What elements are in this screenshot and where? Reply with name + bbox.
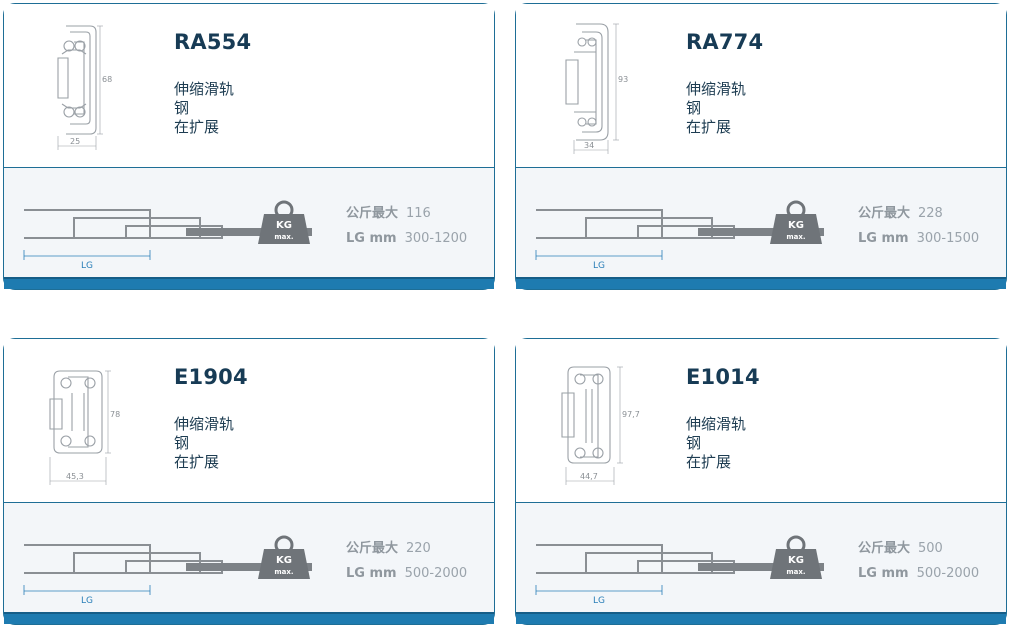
feature-item: 钢 (686, 99, 702, 117)
width-dimension: 25 (70, 137, 80, 146)
load-value: 220 (406, 541, 431, 556)
lg-dimension: LG (81, 596, 93, 606)
load-spec: 公斤最大 116 (346, 202, 431, 221)
length-spec: LG mm 500-2000 (858, 566, 979, 581)
feature-item: 钢 (686, 434, 702, 452)
extension-diagram: KG max. LG (535, 535, 824, 606)
feature-list: 伸缩滑轨 钢 在扩展 (686, 415, 746, 472)
card-bottom-bar (516, 612, 1006, 624)
card-spec-area: KG max. LG 公斤最大 500 LG mm 500-2000 (516, 503, 1006, 612)
product-card[interactable]: 93 34 RA774 伸缩滑轨 钢 在扩展 KG max. (515, 3, 1007, 290)
feature-item: 在扩展 (686, 118, 732, 136)
load-spec: 公斤最大 500 (858, 537, 943, 556)
lg-label: LG mm (346, 231, 397, 246)
svg-text:KG: KG (276, 555, 292, 566)
product-title[interactable]: E1014 (686, 365, 760, 389)
weight-icon: KG max. (258, 535, 310, 579)
product-card[interactable]: 78 45,3 E1904 伸缩滑轨 钢 在扩展 KG max. (3, 338, 495, 625)
card-spec-area: KG max. LG 公斤最大 116 LG mm 300-1200 (4, 168, 494, 277)
weight-icon: KG max. (258, 200, 310, 244)
height-dimension: 97,7 (622, 410, 640, 419)
feature-item: 伸缩滑轨 (174, 415, 235, 433)
card-spec-area: KG max. LG 公斤最大 228 LG mm 300-1500 (516, 168, 1006, 277)
height-dimension: 78 (110, 410, 120, 419)
load-label: 公斤最大 (346, 206, 399, 221)
card-bottom-bar (4, 277, 494, 289)
feature-item: 伸缩滑轨 (686, 415, 747, 433)
card-top: 78 45,3 E1904 伸缩滑轨 钢 在扩展 (4, 339, 494, 503)
width-dimension: 45,3 (66, 472, 84, 481)
weight-icon: KG max. (770, 535, 822, 579)
lg-label: LG mm (858, 566, 909, 581)
lg-value: 300-1200 (404, 231, 468, 246)
feature-item: 伸缩滑轨 (174, 80, 235, 98)
svg-text:KG: KG (788, 220, 804, 231)
feature-list: 伸缩滑轨 钢 在扩展 (686, 80, 746, 137)
card-bottom-bar (516, 277, 1006, 289)
svg-text:max.: max. (274, 568, 293, 576)
width-dimension: 44,7 (580, 472, 598, 481)
load-value: 500 (918, 541, 943, 556)
product-card[interactable]: 97,7 44,7 E1014 伸缩滑轨 钢 在扩展 KG max. (515, 338, 1007, 625)
svg-text:max.: max. (786, 568, 805, 576)
load-spec: 公斤最大 228 (858, 202, 943, 221)
lg-dimension: LG (81, 261, 93, 271)
card-top: 93 34 RA774 伸缩滑轨 钢 在扩展 (516, 4, 1006, 168)
card-top: 97,7 44,7 E1014 伸缩滑轨 钢 在扩展 (516, 339, 1006, 503)
svg-text:KG: KG (788, 555, 804, 566)
feature-list: 伸缩滑轨 钢 在扩展 (174, 80, 234, 137)
card-top: 68 25 RA554 伸缩滑轨 钢 在扩展 (4, 4, 494, 168)
extension-diagram: KG max. LG (23, 535, 312, 606)
lg-dimension: LG (593, 261, 605, 271)
card-spec-area: KG max. LG 公斤最大 220 LG mm 500-2000 (4, 503, 494, 612)
feature-list: 伸缩滑轨 钢 在扩展 (174, 415, 234, 472)
feature-item: 钢 (174, 434, 190, 452)
feature-item: 在扩展 (686, 453, 732, 471)
svg-text:KG: KG (276, 220, 292, 231)
length-spec: LG mm 300-1500 (858, 231, 979, 246)
lg-value: 300-1500 (916, 231, 980, 246)
load-value: 116 (406, 206, 431, 221)
load-label: 公斤最大 (346, 541, 399, 556)
load-label: 公斤最大 (858, 206, 911, 221)
slide-cross-section-drawing: 68 25 (57, 25, 112, 150)
product-title[interactable]: RA554 (174, 30, 252, 54)
slide-cross-section-drawing: 93 34 (565, 23, 628, 154)
product-title[interactable]: RA774 (686, 30, 764, 54)
feature-item: 在扩展 (174, 118, 220, 136)
height-dimension: 68 (102, 75, 112, 84)
svg-text:max.: max. (274, 233, 293, 241)
lg-label: LG mm (346, 566, 397, 581)
slide-cross-section-drawing: 97,7 44,7 (561, 366, 640, 485)
feature-item: 钢 (174, 99, 190, 117)
lg-label: LG mm (858, 231, 909, 246)
load-spec: 公斤最大 220 (346, 537, 431, 556)
product-title[interactable]: E1904 (174, 365, 248, 389)
slide-cross-section-drawing: 78 45,3 (49, 370, 120, 485)
width-dimension: 34 (584, 141, 594, 150)
lg-dimension: LG (593, 596, 605, 606)
length-spec: LG mm 300-1200 (346, 231, 467, 246)
card-bottom-bar (4, 612, 494, 624)
lg-value: 500-2000 (916, 566, 980, 581)
extension-diagram: KG max. LG (23, 200, 312, 271)
feature-item: 伸缩滑轨 (686, 80, 747, 98)
weight-icon: KG max. (770, 200, 822, 244)
load-label: 公斤最大 (858, 541, 911, 556)
height-dimension: 93 (618, 75, 628, 84)
lg-value: 500-2000 (404, 566, 468, 581)
feature-item: 在扩展 (174, 453, 220, 471)
svg-text:max.: max. (786, 233, 805, 241)
extension-diagram: KG max. LG (535, 200, 824, 271)
length-spec: LG mm 500-2000 (346, 566, 467, 581)
load-value: 228 (918, 206, 943, 221)
product-card[interactable]: 68 25 RA554 伸缩滑轨 钢 在扩展 KG max. (3, 3, 495, 290)
